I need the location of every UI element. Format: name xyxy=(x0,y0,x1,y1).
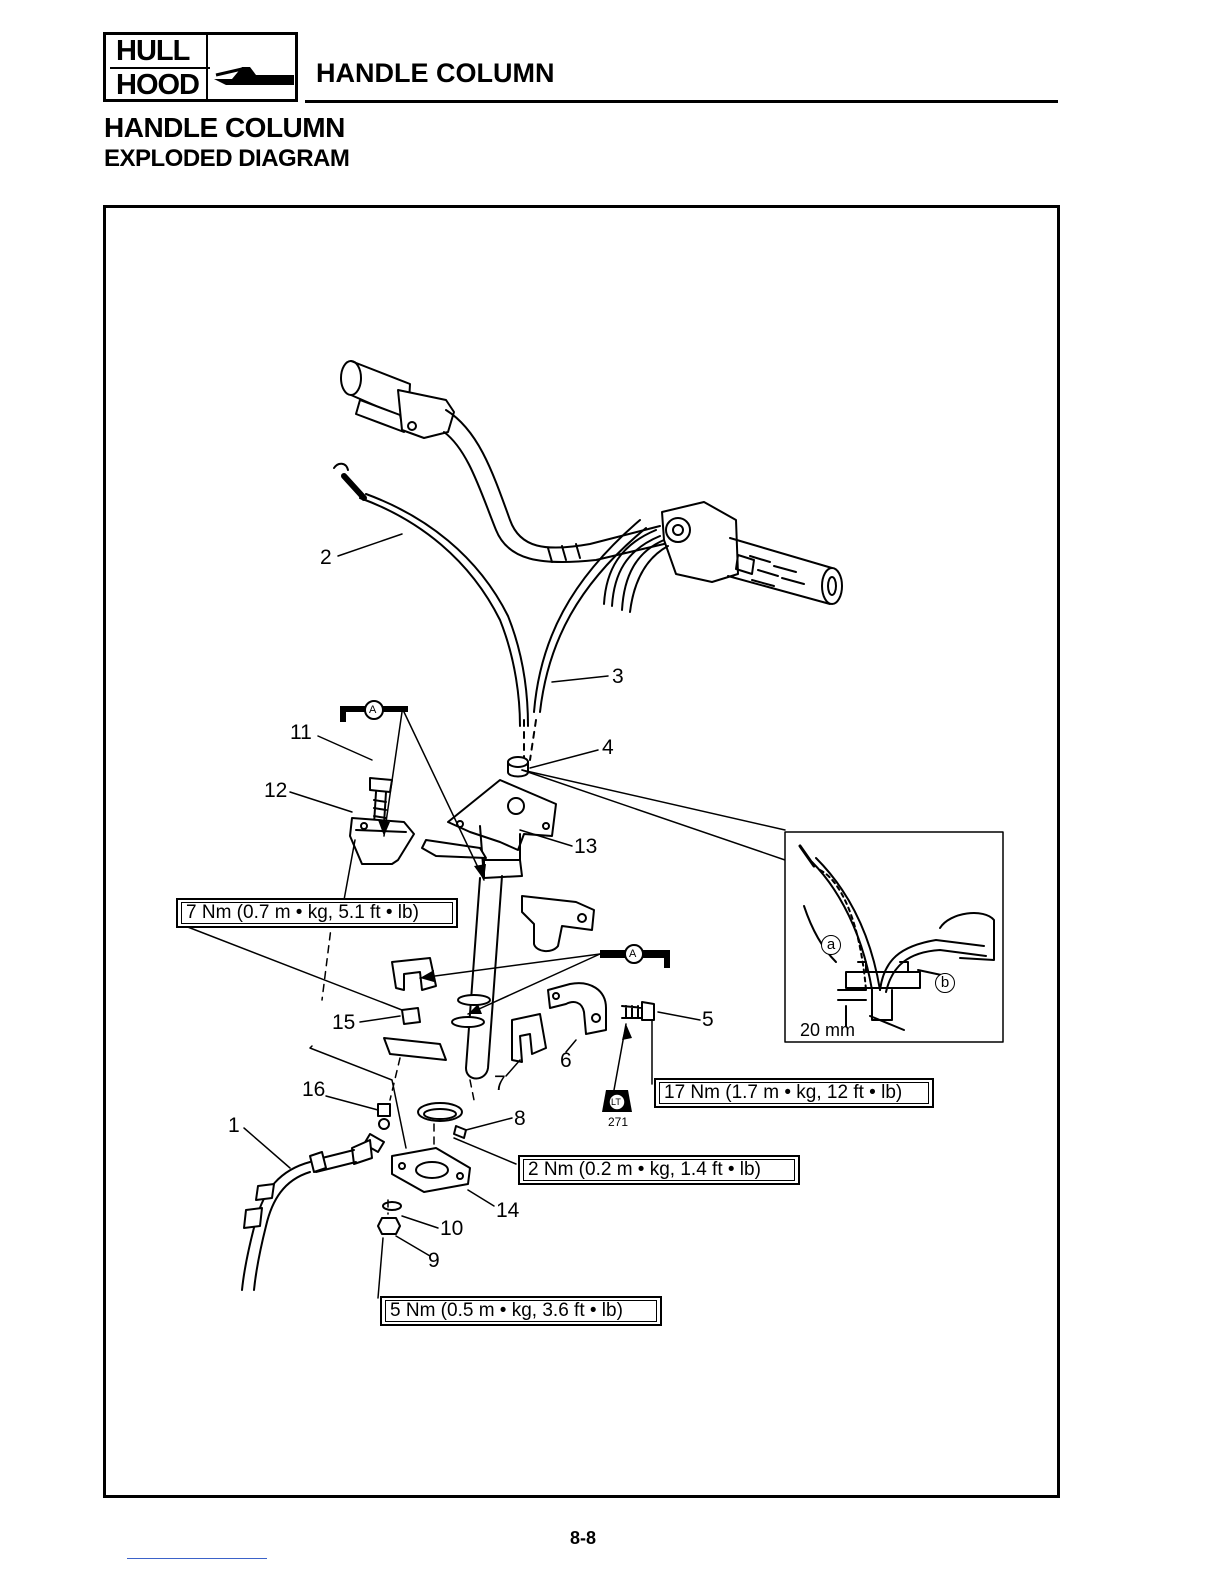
footer-link-line xyxy=(127,1558,267,1559)
part-label-15: 15 xyxy=(332,1012,355,1034)
fitting-16 xyxy=(378,1104,390,1129)
part-label-11: 11 xyxy=(290,722,312,744)
support-bracket xyxy=(522,896,594,951)
bolt-5 xyxy=(622,1002,654,1020)
washer-10 xyxy=(383,1202,401,1210)
part-label-2: 2 xyxy=(320,547,332,569)
part-label-10: 10 xyxy=(440,1218,463,1240)
part-label-6: 6 xyxy=(560,1050,572,1072)
grommet-4 xyxy=(508,757,528,777)
nut-9 xyxy=(378,1218,400,1234)
part-label-5: 5 xyxy=(702,1009,714,1031)
part-label-9: 9 xyxy=(428,1250,440,1272)
detail-inset xyxy=(785,832,1003,1042)
part-label-4: 4 xyxy=(602,737,614,759)
part-label-3: 3 xyxy=(612,666,624,688)
part-label-14: 14 xyxy=(496,1200,519,1222)
handlebar xyxy=(341,361,842,604)
inset-label-b: b xyxy=(935,973,955,993)
torque-spec-7nm: 7 Nm (0.7 m • kg, 5.1 ft • lb) xyxy=(176,898,458,928)
torque-spec-5nm: 5 Nm (0.5 m • kg, 3.6 ft • lb) xyxy=(380,1296,662,1326)
cable-2 xyxy=(334,464,528,726)
locktite-label: LT xyxy=(611,1097,621,1108)
cable-3 xyxy=(524,520,668,760)
part-label-8: 8 xyxy=(514,1108,526,1130)
clamp-half-7 xyxy=(512,1014,546,1062)
clamp-ring-8 xyxy=(418,1103,466,1138)
page-number: 8-8 xyxy=(570,1528,596,1549)
part-label-13: 13 xyxy=(574,836,597,858)
clamp-6 xyxy=(548,983,606,1034)
inset-dimension: 20 mm xyxy=(800,1019,855,1041)
plate-14 xyxy=(392,1148,470,1192)
nut-15 xyxy=(402,1008,420,1024)
grease-label-upper: A xyxy=(369,703,376,717)
torque-spec-2nm: 2 Nm (0.2 m • kg, 1.4 ft • lb) xyxy=(518,1155,800,1185)
part-label-12: 12 xyxy=(264,780,287,802)
part-label-7: 7 xyxy=(494,1073,506,1095)
grease-label-lower: A xyxy=(629,947,636,961)
cable-1 xyxy=(242,1134,384,1290)
part-label-16: 16 xyxy=(302,1079,325,1101)
part-label-1: 1 xyxy=(228,1115,240,1137)
inset-label-a: a xyxy=(821,935,841,955)
torque-spec-17nm: 17 Nm (1.7 m • kg, 12 ft • lb) xyxy=(654,1078,934,1108)
locktite-number: 271 xyxy=(608,1115,628,1129)
